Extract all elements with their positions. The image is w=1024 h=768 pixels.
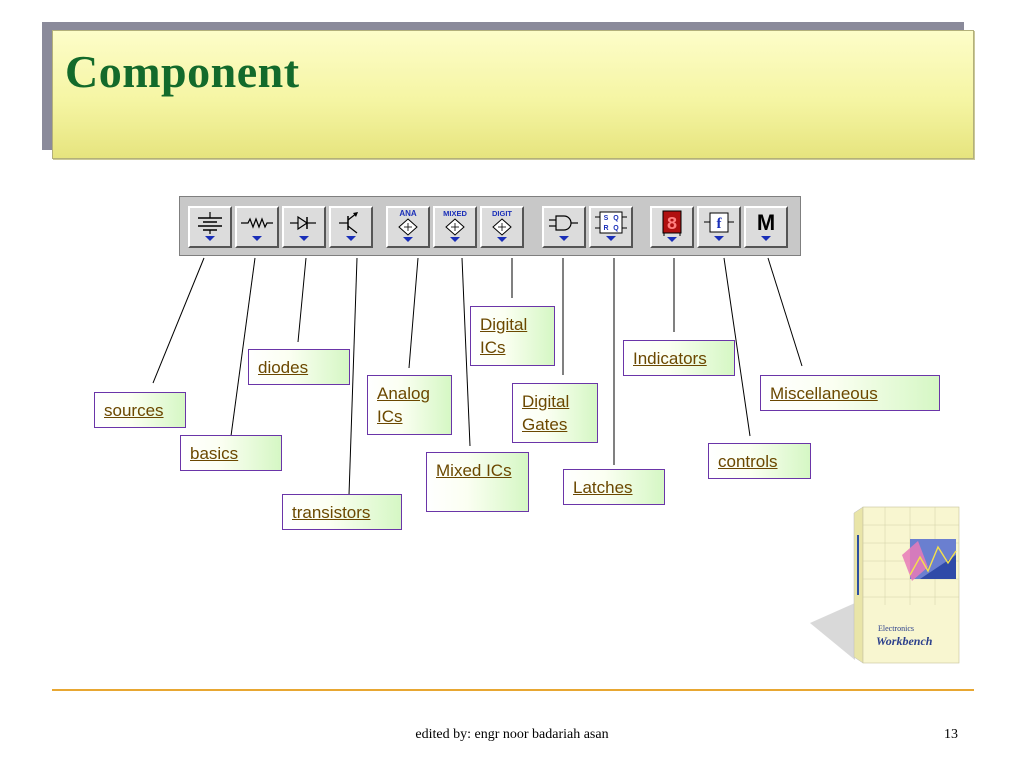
svg-text:Q: Q [613, 225, 619, 232]
indicators-link[interactable]: Indicators [633, 349, 707, 368]
indicators-icon: 8 [662, 210, 682, 242]
miscellaneous-connector [767, 257, 803, 367]
svg-text:S: S [604, 215, 609, 222]
slide-title: Component [65, 46, 300, 97]
basics-button[interactable] [235, 206, 279, 248]
transistors-connector [348, 257, 358, 496]
transistors-icon [339, 212, 358, 241]
transistors-label[interactable]: transistors [282, 494, 402, 530]
digital-gates-link[interactable]: Digital Gates [522, 392, 570, 434]
svg-text:8: 8 [667, 215, 678, 235]
controls-button[interactable]: f [697, 206, 741, 248]
digital-gates-label[interactable]: Digital Gates [512, 383, 598, 443]
svg-text:Workbench: Workbench [876, 634, 933, 648]
miscellaneous-button[interactable]: M [744, 206, 788, 248]
svg-text:ANA: ANA [399, 209, 417, 218]
diodes-link[interactable]: diodes [258, 358, 309, 377]
indicators-button[interactable]: 8 [650, 206, 694, 248]
latches-icon: S Q R Q [595, 211, 627, 241]
footer-divider [52, 689, 974, 691]
mixed-ics-label[interactable]: Mixed ICs [426, 452, 529, 512]
basics-label[interactable]: basics [180, 435, 282, 471]
miscellaneous-icon: M [757, 210, 775, 241]
electronics-workbench-box-image: Electronics Workbench [810, 506, 960, 664]
miscellaneous-link[interactable]: Miscellaneous [770, 384, 878, 403]
svg-text:Electronics: Electronics [878, 624, 914, 633]
svg-text:R: R [603, 225, 608, 232]
svg-text:f: f [717, 216, 723, 232]
analog-ics-label[interactable]: Analog ICs [367, 375, 452, 435]
digital-gates-button[interactable] [542, 206, 586, 248]
digital-ics-label[interactable]: Digital ICs [470, 306, 555, 366]
latches-button[interactable]: S Q R Q [589, 206, 633, 248]
title-banner: Component [52, 30, 974, 159]
latches-label[interactable]: Latches [563, 469, 665, 505]
analog-ics-icon: ANA [398, 209, 418, 242]
sources-connector [152, 257, 205, 384]
footer-credit: edited by: engr noor badariah asan [415, 727, 609, 742]
mixed-ics-link[interactable]: Mixed ICs [436, 461, 512, 480]
svg-text:M: M [757, 210, 775, 235]
diodes-connector [297, 257, 307, 343]
digital-ics-icon: DIGIT [492, 209, 512, 242]
transistors-link[interactable]: transistors [292, 503, 371, 522]
basics-link[interactable]: basics [190, 444, 239, 463]
sources-link[interactable]: sources [104, 401, 164, 420]
miscellaneous-label[interactable]: Miscellaneous [760, 375, 940, 411]
sources-button[interactable] [188, 206, 232, 248]
diodes-label[interactable]: diodes [248, 349, 350, 385]
page-number: 13 [944, 727, 958, 742]
component-toolbar: ANA MIXED DIGIT [179, 196, 801, 256]
indicators-label[interactable]: Indicators [623, 340, 735, 376]
mixed-ics-icon: MIXED [443, 209, 467, 242]
transistors-button[interactable] [329, 206, 373, 248]
svg-text:Q: Q [613, 215, 619, 222]
controls-link[interactable]: controls [718, 452, 778, 471]
controls-connector [723, 257, 751, 437]
basics-icon [241, 217, 273, 241]
sources-icon [198, 212, 222, 241]
controls-icon: f [704, 212, 734, 241]
sources-label[interactable]: sources [94, 392, 186, 428]
controls-label[interactable]: controls [708, 443, 811, 479]
diodes-icon [290, 215, 316, 241]
digital-ics-button[interactable]: DIGIT [480, 206, 524, 248]
mixed-ics-button[interactable]: MIXED [433, 206, 477, 248]
svg-text:MIXED: MIXED [443, 209, 467, 218]
basics-connector [230, 257, 256, 437]
diodes-button[interactable] [282, 206, 326, 248]
analog-ics-connector [408, 257, 419, 369]
latches-link[interactable]: Latches [573, 478, 633, 497]
digital-gates-icon [549, 215, 578, 241]
analog-ics-link[interactable]: Analog ICs [377, 384, 430, 426]
mixed-ics-connector [461, 257, 471, 447]
svg-text:DIGIT: DIGIT [492, 209, 512, 218]
analog-ics-button[interactable]: ANA [386, 206, 430, 248]
digital-ics-link[interactable]: Digital ICs [480, 315, 528, 357]
